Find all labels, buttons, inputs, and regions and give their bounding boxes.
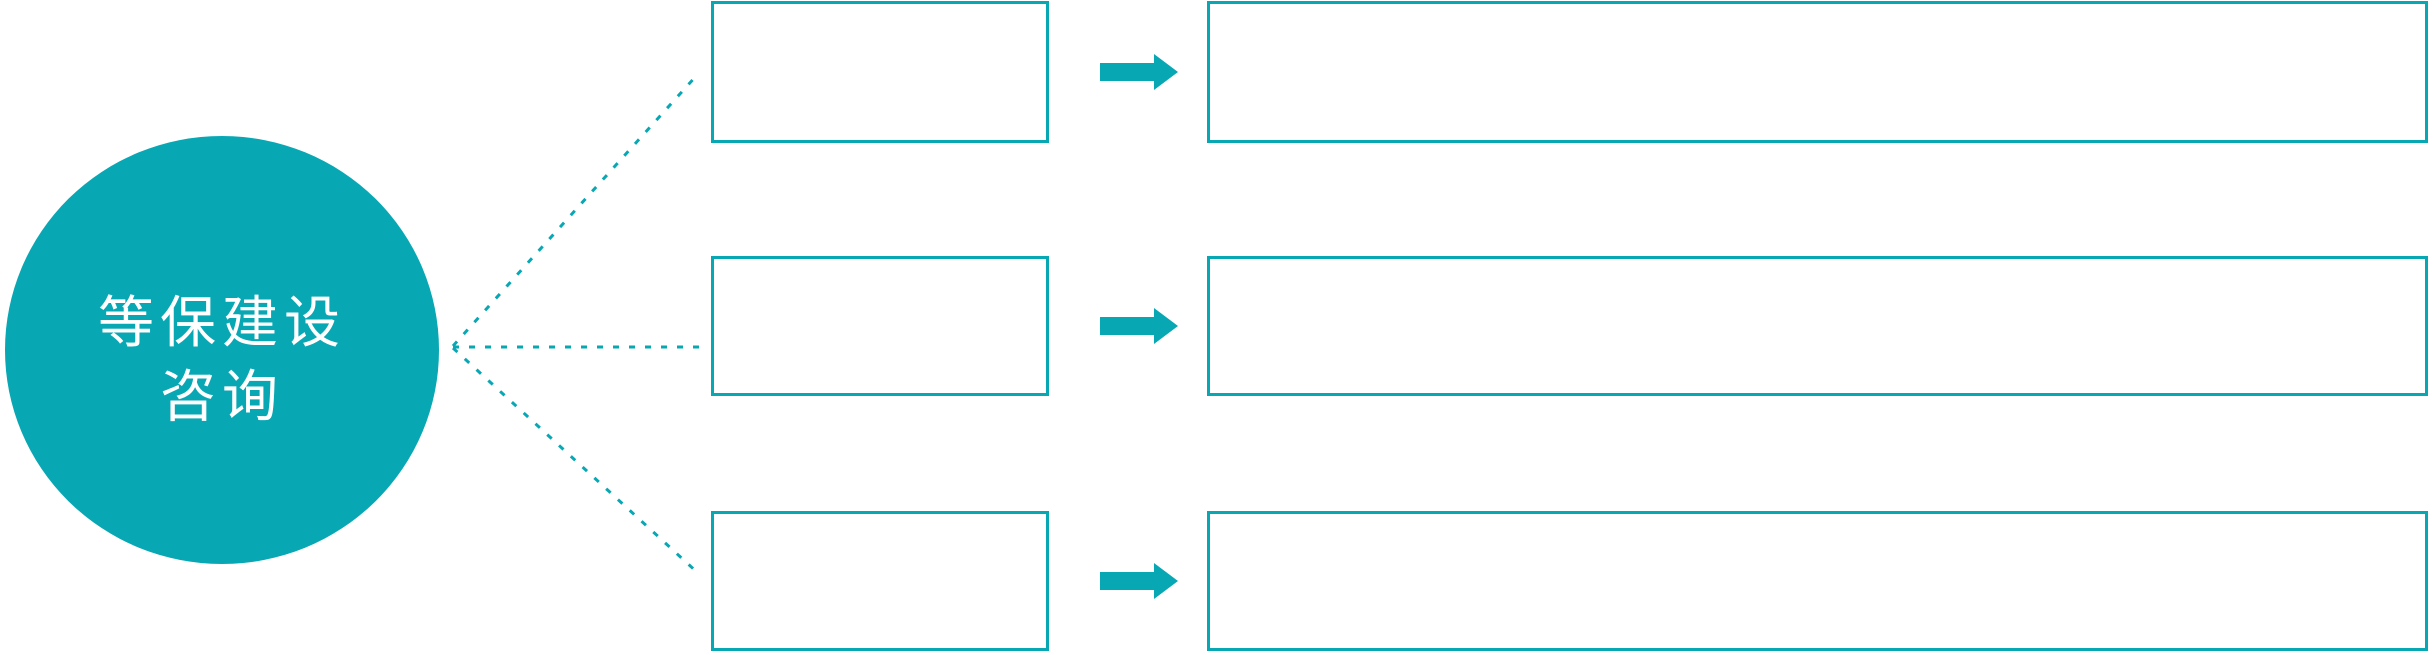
description-box-2 <box>1207 256 2428 396</box>
description-box-3 <box>1207 511 2428 651</box>
topic-circle-label: 等保建设 咨询 <box>98 286 346 434</box>
category-box-3 <box>711 511 1049 651</box>
right-arrow-icon <box>1100 54 1178 90</box>
category-box-1 <box>711 1 1049 143</box>
description-box-1 <box>1207 1 2428 143</box>
right-arrow-icon <box>1100 308 1178 344</box>
dotted-connector-top-icon <box>451 73 699 348</box>
dotted-connector-bottom-icon <box>451 346 701 576</box>
right-arrow-icon <box>1100 563 1178 599</box>
topic-circle: 等保建设 咨询 <box>5 136 439 564</box>
topic-circle-label-line1: 等保建设 <box>98 291 346 354</box>
category-box-2 <box>711 256 1049 396</box>
topic-circle-label-line2: 咨询 <box>160 365 284 428</box>
